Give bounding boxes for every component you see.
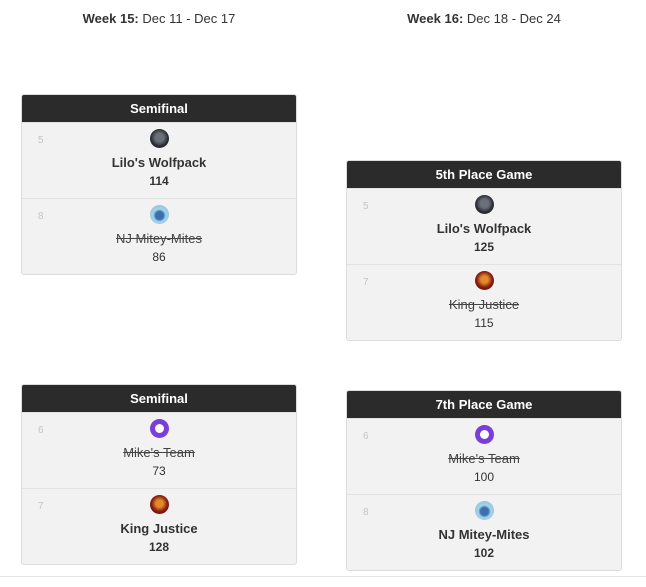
team-row[interactable]: 5 Lilo's Wolfpack 125 [347,188,621,264]
seed-number: 5 [363,201,369,212]
team-score: 128 [148,540,170,554]
team-name[interactable]: King Justice [120,521,198,536]
seed-number: 6 [38,425,44,436]
team-row[interactable]: 7 King Justice 115 [347,264,621,340]
week-16-header: Week 16: Dec 18 - Dec 24 [346,11,622,26]
team-score: 114 [149,174,169,188]
seventh-place-card[interactable]: 7th Place Game 6 Mike's Team 100 8 NJ Mi… [346,390,622,571]
mike-avatar-icon[interactable] [474,425,494,444]
seed-number: 8 [363,507,369,518]
team-score: 73 [152,464,166,478]
matchup-title: Semifinal [22,385,296,412]
seed-number: 8 [38,211,44,222]
team-score: 100 [473,470,495,484]
mites-avatar-icon[interactable] [149,205,169,224]
semifinal-card-1[interactable]: Semifinal 5 Lilo's Wolfpack 114 8 NJ Mit… [21,94,297,275]
week-label: Week 16: [407,11,464,26]
king-avatar-icon[interactable] [474,271,494,290]
mike-avatar-icon[interactable] [149,419,169,438]
seed-number: 5 [38,135,44,146]
team-score: 115 [474,316,494,330]
king-avatar-icon[interactable] [149,495,169,514]
matchup-title: 7th Place Game [347,391,621,418]
team-name[interactable]: Lilo's Wolfpack [111,155,207,170]
seed-number: 6 [363,431,369,442]
team-row[interactable]: 6 Mike's Team 100 [347,418,621,494]
semifinal-card-2[interactable]: Semifinal 6 Mike's Team 73 7 King Justic… [21,384,297,565]
week-label: Week 15: [82,11,139,26]
team-name[interactable]: Mike's Team [448,451,520,466]
week-dates: Dec 18 - Dec 24 [466,11,561,26]
team-score: 125 [473,240,495,254]
divider [0,576,646,577]
team-name[interactable]: Mike's Team [123,445,195,460]
team-name[interactable]: NJ Mitey-Mites [438,527,530,542]
team-row[interactable]: 6 Mike's Team 73 [22,412,296,488]
team-row[interactable]: 8 NJ Mitey-Mites 102 [347,494,621,570]
seed-number: 7 [38,501,44,512]
team-name[interactable]: Lilo's Wolfpack [436,221,532,236]
seed-number: 7 [363,277,369,288]
team-name[interactable]: NJ Mitey-Mites [116,231,202,246]
team-name[interactable]: King Justice [448,297,520,312]
week-dates: Dec 11 - Dec 17 [142,11,236,26]
week-15-header: Week 15: Dec 11 - Dec 17 [21,11,297,26]
team-row[interactable]: 5 Lilo's Wolfpack 114 [22,122,296,198]
team-score: 86 [152,250,166,264]
matchup-title: Semifinal [22,95,296,122]
matchup-title: 5th Place Game [347,161,621,188]
wolf-avatar-icon[interactable] [474,195,494,214]
team-row[interactable]: 8 NJ Mitey-Mites 86 [22,198,296,274]
team-score: 102 [473,546,495,560]
fifth-place-card[interactable]: 5th Place Game 5 Lilo's Wolfpack 125 7 K… [346,160,622,341]
team-row[interactable]: 7 King Justice 128 [22,488,296,564]
wolf-avatar-icon[interactable] [149,129,169,148]
mites-avatar-icon[interactable] [474,501,494,520]
